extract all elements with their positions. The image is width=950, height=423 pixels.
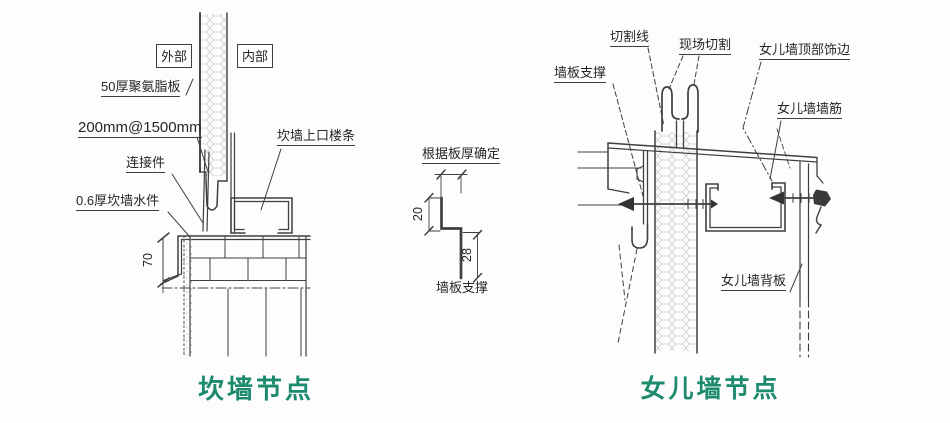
left-leaders (167, 78, 282, 238)
dimension-28-text: 28 (460, 248, 474, 262)
exterior-label: 外部 (156, 44, 193, 68)
dimension-20 (424, 192, 441, 236)
parapet-top-trim (607, 142, 824, 194)
right-leaders (612, 47, 803, 293)
connector-strap (202, 149, 206, 232)
parapet-detail-drawing (577, 47, 831, 358)
interior-label: 内部 (237, 44, 274, 68)
dimension-70-text: 70 (141, 253, 155, 267)
anchor-bolt-left (618, 197, 718, 211)
support-profile-detail-drawing (424, 169, 483, 283)
site-cut-tongue (661, 84, 699, 148)
parapet-wall-rib-label: 女儿墙墙筋 (777, 101, 843, 119)
connector-label: 连接件 (126, 155, 166, 173)
parapet-back-panel-label: 女儿墙背板 (721, 273, 787, 291)
panel-support-piece (617, 150, 649, 344)
site-cut-label: 现场切割 (679, 37, 732, 55)
dimension-20-text: 20 (411, 207, 425, 221)
panel-drip-tongue (205, 180, 228, 211)
parge-speckle-band (183, 236, 192, 356)
z-profile (440, 196, 463, 280)
sill-top-edge-channel (230, 197, 293, 234)
foam-core-hatch (656, 132, 696, 351)
sill-wall-detail-drawing (157, 12, 311, 357)
insulation-board-label: 50厚聚氨脂板 (101, 79, 181, 97)
top-edge-strip-label: 坎墙上口楼条 (277, 128, 356, 146)
foam-core-hatch (201, 14, 226, 176)
panel-support-label: 墙板支撑 (554, 65, 607, 83)
parapet-top-trim-label: 女儿墙顶部饰边 (759, 42, 851, 60)
sill-flashing (160, 235, 311, 285)
thickness-note-label: 根据板厚确定 (422, 146, 501, 164)
parapet-back-panel-lines (799, 161, 810, 358)
anchor-spacing-label: 200mm@1500mm (78, 119, 202, 139)
sill-wall-title: 坎墙节点 (197, 374, 314, 404)
parapet-wall-rib-channel (705, 182, 786, 232)
dimension-28 (462, 229, 483, 283)
panel-support-caption: 墙板支撑 (436, 280, 489, 295)
dimension-70 (157, 232, 170, 294)
cut-line-label: 切割线 (610, 29, 650, 47)
flashing-label: 0.6厚坎墙水件 (76, 193, 160, 211)
parapet-title: 女儿墙节点 (640, 375, 781, 403)
